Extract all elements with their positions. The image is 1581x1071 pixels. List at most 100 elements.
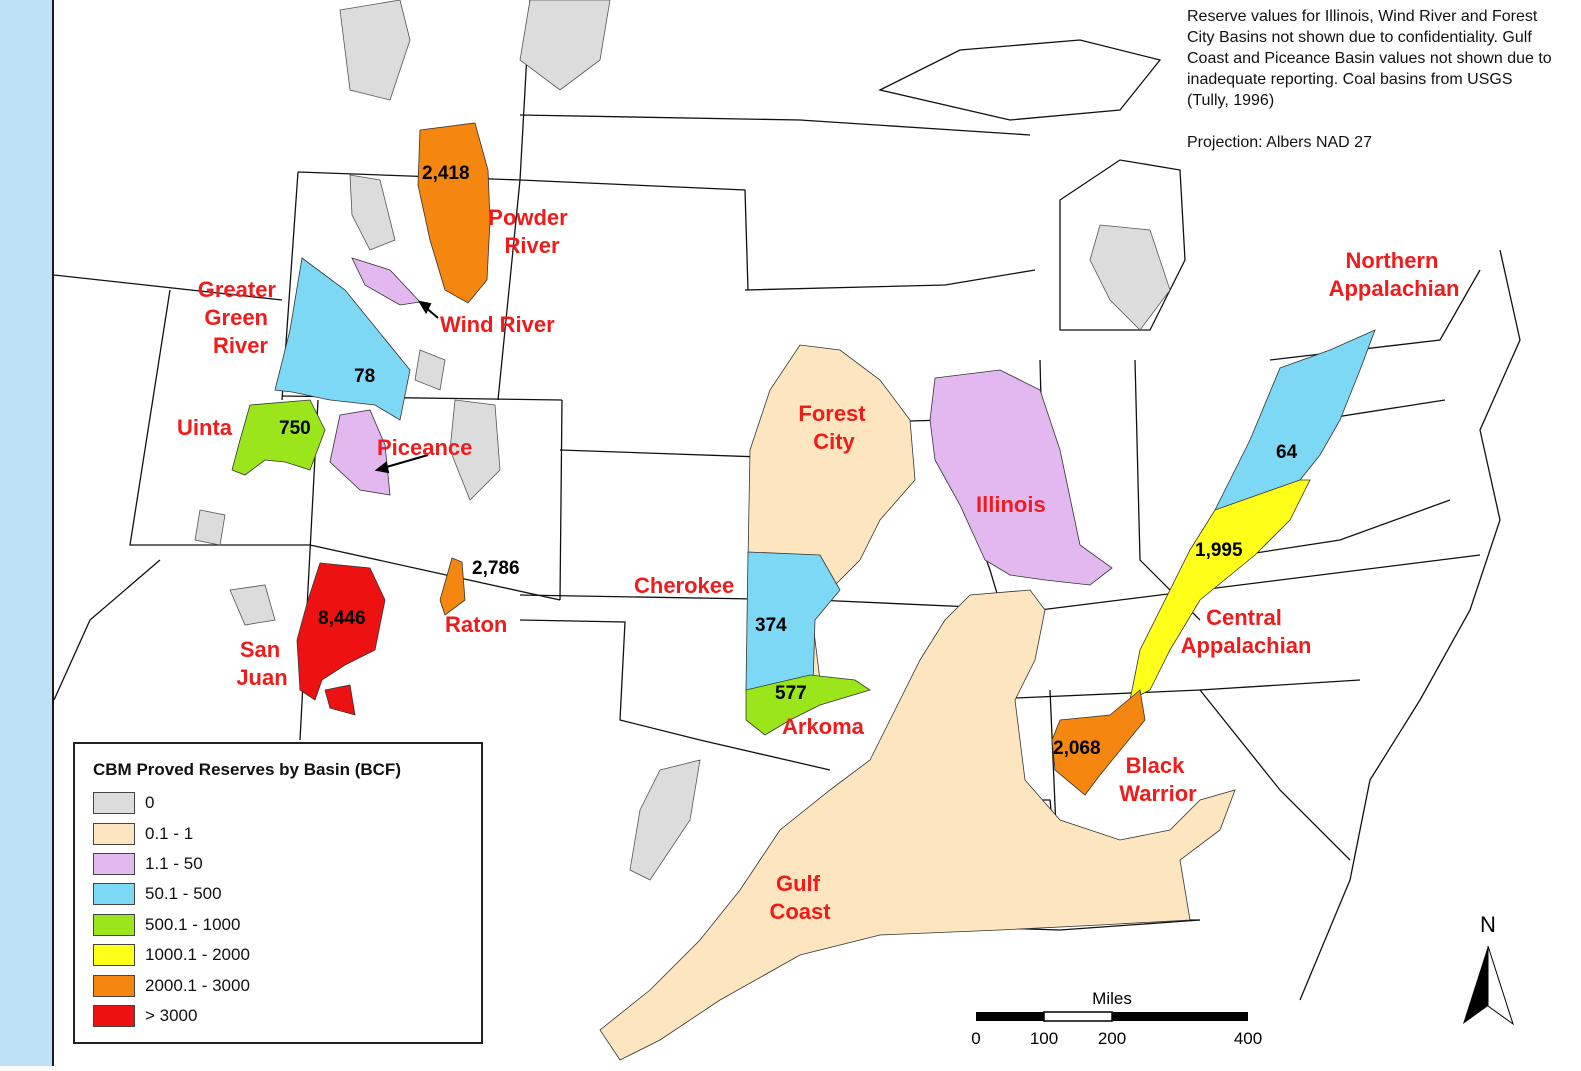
border-ok-tx (519, 619, 831, 771)
label-uinta: Uinta (177, 415, 233, 440)
border-wy-north (297, 171, 749, 291)
label-wind-river: Wind River (440, 312, 555, 337)
scale-segment-1 (1043, 1011, 1113, 1022)
legend-item: 2000.1 - 3000 (93, 970, 463, 1000)
legend-label: 1000.1 - 2000 (145, 945, 250, 965)
basin-shape-piceance (329, 409, 391, 496)
value-central-appalachian: 1,995 (1195, 540, 1243, 561)
basin-gray-colorado (449, 399, 501, 501)
value-black-warrior: 2,068 (1053, 738, 1101, 759)
pointer-arrows (374, 300, 439, 474)
basin-shape-san-juan-2 (324, 684, 356, 716)
basin-shape-raton (439, 557, 466, 616)
legend-swatch (93, 792, 135, 815)
basin-gray-bighorn (349, 174, 396, 251)
legend-swatch (93, 974, 135, 997)
label-illinois: Illinois (976, 492, 1046, 517)
border-id-nv (53, 274, 283, 301)
legend-item: 1.1 - 50 (93, 849, 463, 879)
lake-superior (878, 39, 1162, 121)
legend-swatch (93, 913, 135, 936)
basin-shape-powder-river (417, 122, 491, 304)
compass-arrow-highlight (1487, 945, 1514, 1026)
value-powder-river: 2,418 (422, 163, 470, 184)
legend-label: 50.1 - 500 (145, 884, 222, 904)
arrow-piceance (382, 454, 429, 469)
value-uinta: 750 (279, 418, 311, 439)
value-arkoma: 577 (775, 683, 807, 704)
scale-title: Miles (1092, 989, 1132, 1008)
border-michigan (1059, 159, 1186, 331)
border-wy-east (497, 179, 521, 401)
value-san-juan: 8,446 (318, 608, 366, 629)
legend-title: CBM Proved Reserves by Basin (BCF) (93, 760, 401, 779)
border-mn-ia (744, 269, 1036, 291)
border-co-south (309, 544, 561, 601)
legend-swatch (93, 883, 135, 906)
legend-item: 500.1 - 1000 (93, 910, 463, 940)
north-arrow: N (1455, 906, 1525, 1031)
legend-label: 500.1 - 1000 (145, 914, 241, 934)
legend-item: 50.1 - 500 (93, 879, 463, 909)
legend-label: 0 (145, 793, 155, 813)
basin-shape-central-appalachian (1129, 479, 1311, 701)
border-nd-sd (519, 114, 1031, 136)
basin-shape-gulf-coast (599, 589, 1236, 1061)
reserve-values: 2,418 78 750 8,446 2,786 374 577 64 1,99… (279, 163, 1298, 759)
label-piceance: Piceance (377, 435, 472, 460)
basins-zero (194, 0, 1171, 881)
value-greater-green-river: 78 (354, 366, 375, 387)
scale-bar-graphic: Miles 0 100 200 400 (971, 989, 1262, 1048)
left-margin-bar (0, 0, 54, 1066)
notes-text: Reserve values for Illinois, Wind River … (1187, 8, 1552, 109)
legend-item: 1000.1 - 2000 (93, 940, 463, 970)
legend-item: > 3000 (93, 1001, 463, 1031)
basin-shape-arkoma (745, 674, 871, 736)
scale-segment-0 (976, 1012, 1044, 1021)
border-ut-west (129, 289, 310, 546)
value-raton: 2,786 (472, 558, 520, 579)
border-ky-tn (969, 679, 1361, 701)
basin-shape-illinois (929, 369, 1113, 586)
arrow-piceance-head (374, 461, 390, 474)
basin-shape-black-warrior (1051, 689, 1146, 796)
basin-gray-montana-2 (519, 0, 611, 91)
scale-tick-2: 200 (1098, 1029, 1126, 1048)
border-co-east (559, 399, 563, 601)
basin-shape-greater-green-river (274, 257, 411, 421)
north-label: N (1480, 912, 1496, 937)
legend-label: 2000.1 - 3000 (145, 975, 250, 995)
scale-segment-2 (1112, 1012, 1248, 1021)
legend-swatch (93, 1004, 135, 1027)
value-cherokee: 374 (755, 615, 787, 636)
basin-gray-montana-1 (339, 0, 411, 101)
basin-gray-hanna (414, 349, 446, 391)
legend-swatch (93, 852, 135, 875)
north-arrow-graphic: N (1463, 912, 1514, 1026)
label-raton: Raton (445, 612, 507, 637)
legend-label: > 3000 (145, 1005, 198, 1025)
basin-gray-texas (629, 759, 701, 881)
basin-gray-utah (194, 509, 226, 546)
border-ga-sc (1199, 689, 1351, 861)
basins-colored (231, 122, 1376, 1061)
state-boundaries (53, 0, 1521, 1051)
arrow-wind-river-head (417, 300, 432, 315)
basin-shape-san-juan (296, 562, 386, 701)
scale-tick-3: 400 (1234, 1029, 1262, 1048)
projection-note: Projection: Albers NAD 27 (1187, 134, 1372, 151)
basin-shape-uinta (231, 399, 326, 476)
value-northern-appalachian: 64 (1276, 442, 1298, 463)
basin-gray-michigan (1089, 224, 1171, 331)
